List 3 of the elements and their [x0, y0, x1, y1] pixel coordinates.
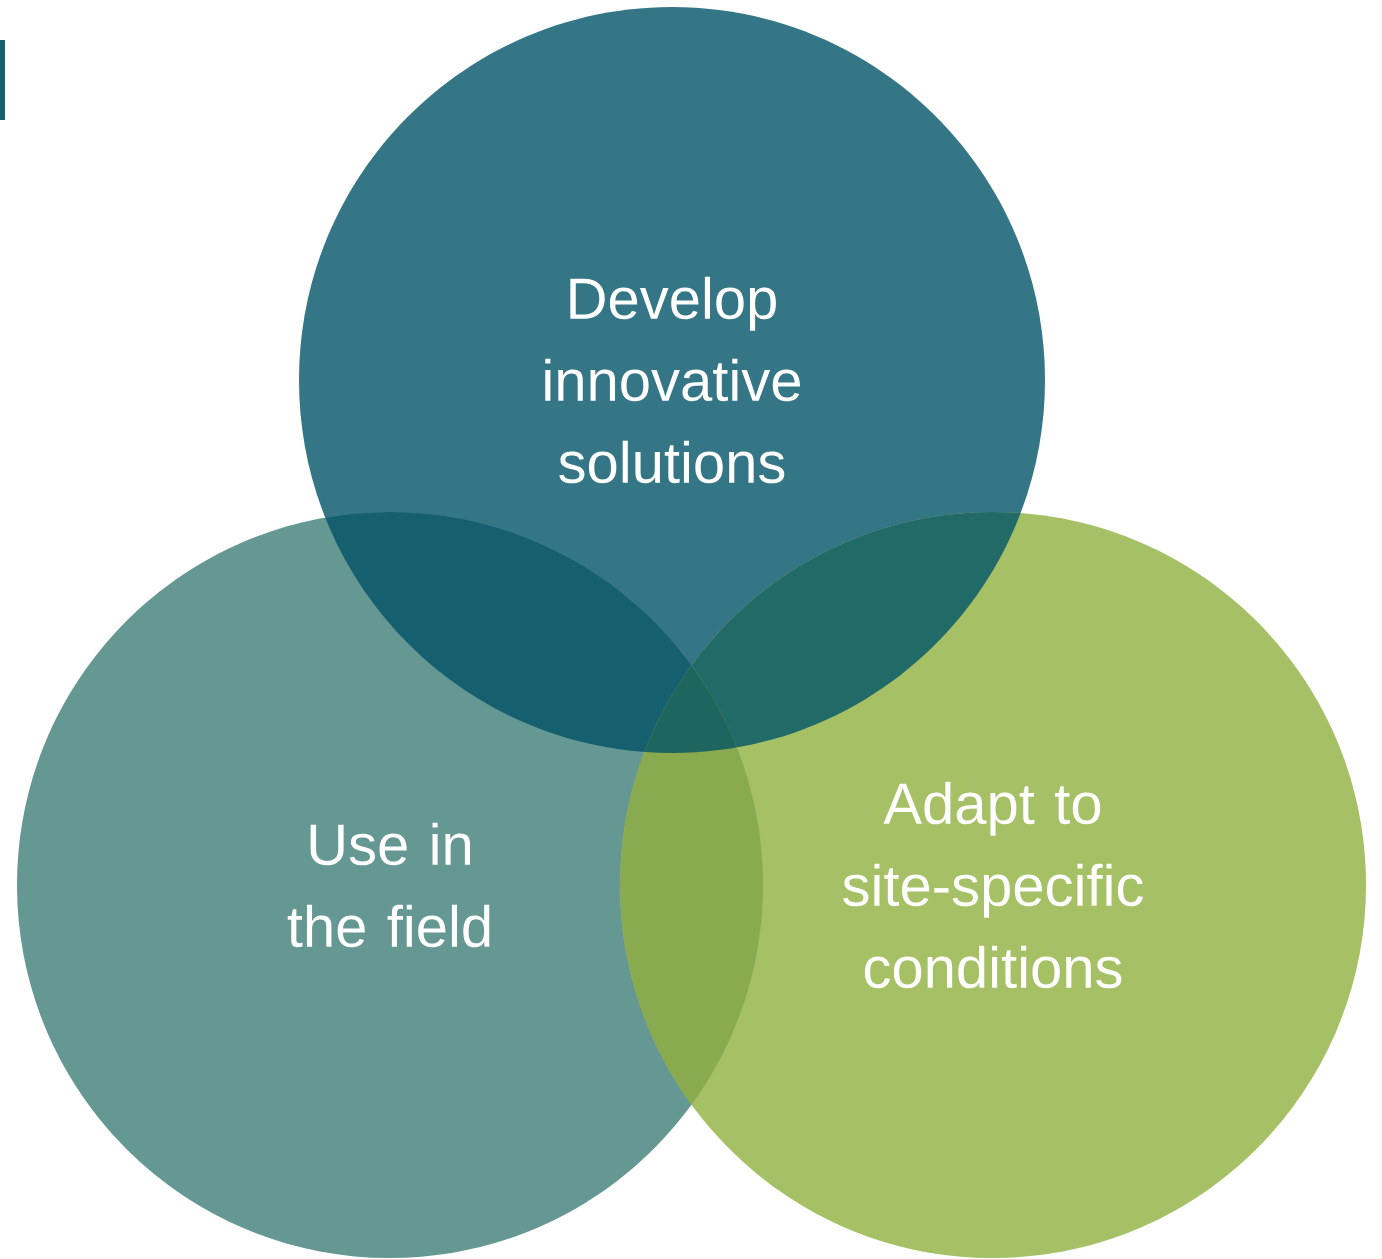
- circle-label: Develop innovative solutions: [545, 276, 800, 484]
- circle-label: Adapt to site-specific conditions: [843, 781, 1143, 989]
- circle-label: Use in the field: [287, 822, 490, 948]
